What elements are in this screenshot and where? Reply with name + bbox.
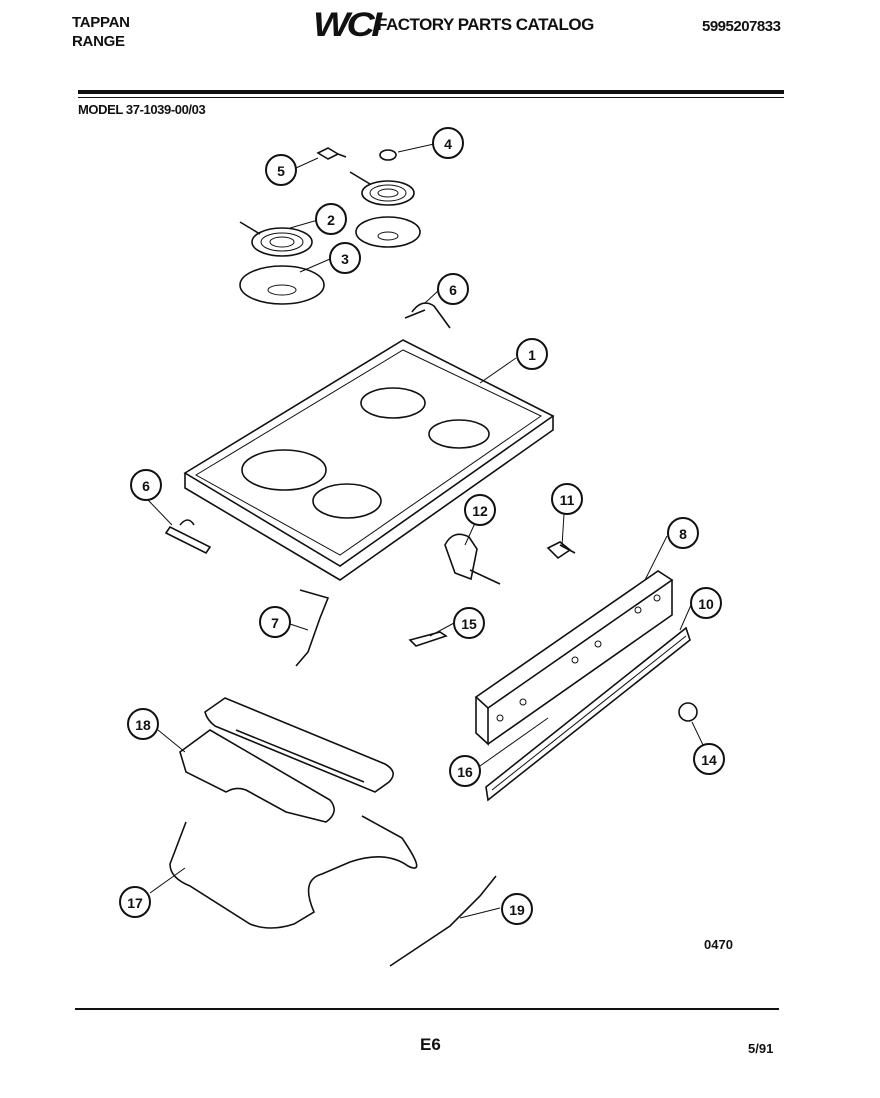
svg-text:7: 7: [271, 615, 279, 631]
svg-text:18: 18: [135, 717, 151, 733]
oven-wire: [389, 875, 497, 967]
svg-text:19: 19: [509, 902, 525, 918]
catalog-title: FACTORY PARTS CATALOG: [377, 15, 594, 34]
svg-text:6: 6: [449, 282, 457, 298]
cooktop-panel: [183, 339, 555, 581]
callout-6-top: 6: [437, 273, 469, 305]
svg-text:8: 8: [679, 526, 687, 542]
knob-part: [379, 149, 397, 161]
brand-line-1: TAPPAN: [72, 14, 130, 31]
bake-element: [169, 815, 418, 929]
callout-6-left: 6: [130, 469, 162, 501]
svg-text:3: 3: [341, 251, 349, 267]
model-number: MODEL 37-1039-00/03: [78, 102, 206, 117]
footer-rule: [75, 1008, 779, 1010]
svg-text:10: 10: [698, 596, 714, 612]
broil-element: [204, 697, 394, 793]
control-panel-backguard: [474, 570, 674, 746]
lamp-socket: [408, 631, 448, 647]
callout-2: 2: [315, 203, 347, 235]
callout-5: 5: [265, 154, 297, 186]
revision-date: 5/91: [748, 1041, 774, 1056]
svg-text:16: 16: [457, 764, 473, 780]
callout-18: 18: [127, 708, 159, 740]
svg-text:2: 2: [327, 212, 335, 228]
callout-4: 4: [432, 127, 464, 159]
wci-logo: WCI: [313, 6, 382, 44]
surface-elements: [239, 171, 415, 257]
callout-1: 1: [516, 338, 548, 370]
drip-bowls: [239, 216, 421, 305]
oven-knob-part: [678, 702, 698, 722]
callout-11: 11: [551, 483, 583, 515]
svg-text:11: 11: [560, 492, 575, 508]
element-bracket-left: [164, 519, 212, 555]
svg-text:14: 14: [701, 752, 717, 768]
catalog-part-number: 5995207833: [702, 18, 781, 35]
header-rule-thin: [78, 97, 784, 98]
callout-19: 19: [501, 893, 533, 925]
svg-text:5: 5: [277, 163, 285, 179]
callout-7: 7: [259, 606, 291, 638]
svg-text:15: 15: [461, 616, 477, 632]
svg-text:4: 4: [444, 136, 452, 152]
svg-text:1: 1: [528, 347, 536, 363]
callout-8: 8: [667, 517, 699, 549]
page-label: E6: [420, 1035, 441, 1054]
figure-code: 0470: [704, 937, 733, 952]
header-rule-thick: [78, 90, 784, 94]
callout-17: 17: [119, 886, 151, 918]
leader-lines: [147, 143, 704, 919]
indicator-switch: [546, 541, 576, 560]
callout-3: 3: [329, 242, 361, 274]
broil-element-lower: [179, 729, 335, 823]
trim-strip: [485, 626, 691, 802]
callout-15: 15: [453, 607, 485, 639]
infinite-switch: [444, 533, 501, 585]
callout-12: 12: [464, 494, 496, 526]
callout-16: 16: [449, 755, 481, 787]
svg-text:6: 6: [142, 478, 150, 494]
svg-text:17: 17: [127, 895, 143, 911]
wire-harness: [295, 589, 330, 667]
callout-10: 10: [690, 587, 722, 619]
element-bracket-top: [404, 302, 451, 329]
svg-text:12: 12: [472, 503, 488, 519]
brand-line-2: RANGE: [72, 33, 125, 50]
callout-14: 14: [693, 743, 725, 775]
terminal-block-part: [316, 147, 347, 160]
